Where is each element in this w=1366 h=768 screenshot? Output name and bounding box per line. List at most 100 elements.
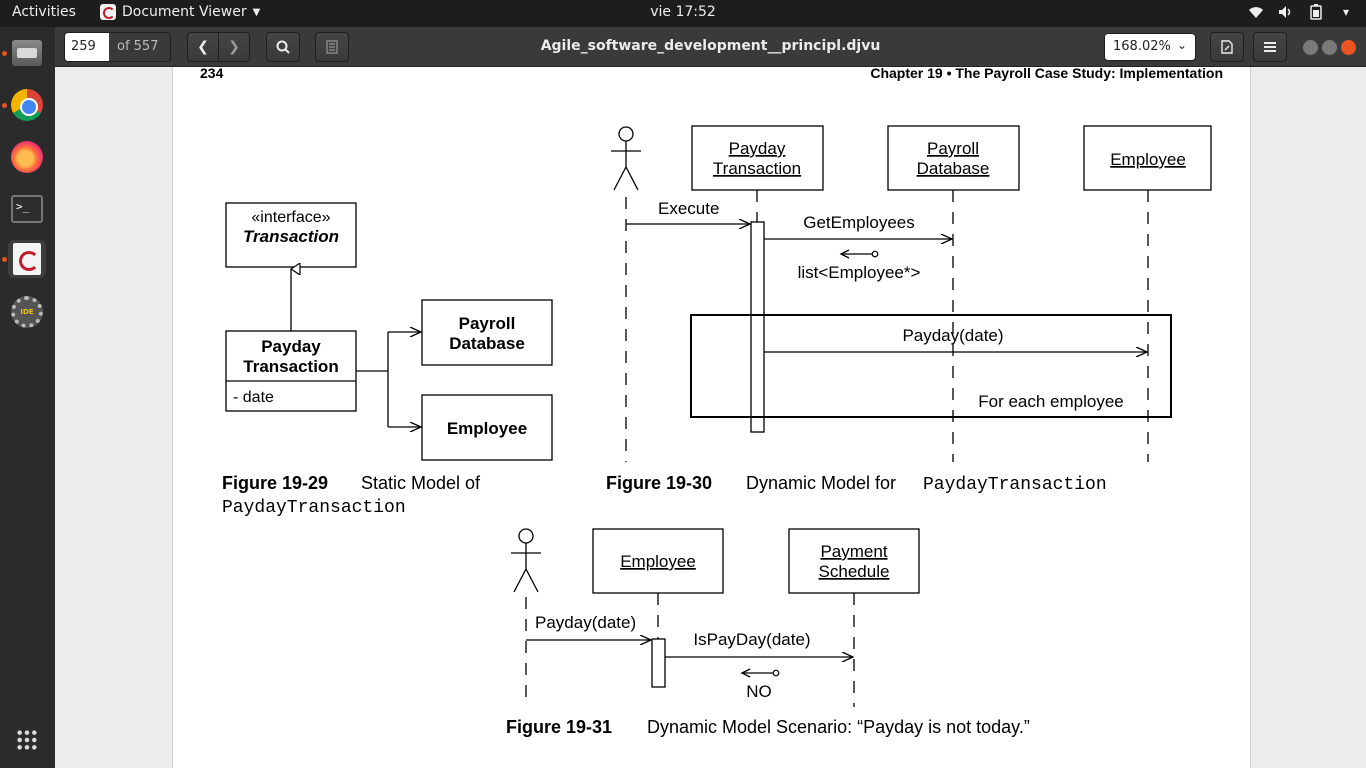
fig29-caption-number: Figure 19-29 xyxy=(222,473,328,493)
search-icon xyxy=(276,40,290,54)
class-name-line1: Payday xyxy=(261,337,321,356)
msg-getemployees: GetEmployees xyxy=(803,213,915,232)
class-name-line2: Transaction xyxy=(243,357,338,376)
payroll-database-object xyxy=(887,125,1020,191)
sidebar-toggle-button[interactable] xyxy=(315,32,349,62)
class-attribute: - date xyxy=(233,389,274,406)
msg-payday: Payday(date) xyxy=(902,326,1003,345)
sidebar-icon xyxy=(326,40,338,54)
chevron-right-icon: ❯ xyxy=(228,39,240,55)
zoom-value: 168.02% xyxy=(1113,39,1171,54)
fig30-caption-text: Dynamic Model for xyxy=(746,473,896,493)
interface-name: Transaction xyxy=(243,227,339,246)
dock-javafx-ide[interactable]: IDE xyxy=(8,293,46,331)
obj3-label: Employee xyxy=(1110,150,1186,169)
fig31-obj1: Employee xyxy=(620,552,696,571)
obj1-line1: Payday xyxy=(729,139,786,158)
interface-transaction-box xyxy=(225,202,357,268)
employee-object-2 xyxy=(592,528,724,594)
system-tray[interactable]: ▾ xyxy=(1248,4,1354,20)
fig31-obj2-line1: Payment xyxy=(820,542,887,561)
annotate-button[interactable] xyxy=(1210,32,1244,62)
page-total: of 557 xyxy=(109,33,170,61)
return-data-token xyxy=(740,668,780,678)
obj2-line2: Database xyxy=(917,159,990,178)
loop-frame xyxy=(690,314,1172,418)
fig30-caption-number: Figure 19-30 xyxy=(606,473,712,493)
figure-19-29: «interface» Transaction Payday Transacti… xyxy=(222,202,553,518)
fig29-caption-code: PaydayTransaction xyxy=(222,498,406,518)
payday-transaction-class-box xyxy=(225,330,357,412)
caret-down-icon: ▼ xyxy=(252,6,261,18)
fig29-caption-text: Static Model of xyxy=(361,473,481,493)
top-bar: Activities Document Viewer ▼ vie 17:52 ▾ xyxy=(0,0,1366,27)
db-name-line2: Database xyxy=(449,334,525,353)
dock-document-viewer[interactable] xyxy=(2,240,46,278)
employee-class-name: Employee xyxy=(447,419,527,438)
clock[interactable]: vie 17:52 xyxy=(650,4,716,20)
activation-bar xyxy=(750,221,765,433)
activation-bar-2 xyxy=(651,638,666,688)
javafx-ide-icon: IDE xyxy=(11,296,43,328)
loop-label: For each employee xyxy=(978,392,1124,411)
actor-icon xyxy=(511,528,541,593)
menu-button[interactable] xyxy=(1253,32,1287,62)
app-menu-label: Document Viewer xyxy=(122,4,247,20)
chrome-icon xyxy=(11,89,43,121)
interface-stereotype: «interface» xyxy=(251,209,330,226)
previous-page-button[interactable]: ❮ xyxy=(187,32,219,62)
dock-firefox[interactable] xyxy=(8,138,46,176)
db-name-line1: Payroll xyxy=(459,314,516,333)
document-page: 234 Chapter 19 • The Payroll Case Study:… xyxy=(172,67,1251,768)
obj1-line2: Transaction xyxy=(713,159,801,178)
fig31-msg-payday: Payday(date) xyxy=(535,613,636,632)
fig31-msg-ispayday: IsPayDay(date) xyxy=(693,630,810,649)
terminal-icon: >_ xyxy=(11,195,43,223)
dock-files[interactable] xyxy=(2,34,46,72)
document-view[interactable]: 234 Chapter 19 • The Payroll Case Study:… xyxy=(55,67,1366,768)
zoom-selector[interactable]: 168.02% ⌄ xyxy=(1104,33,1196,61)
actor-icon xyxy=(611,126,641,191)
dock: >_ IDE xyxy=(0,27,55,768)
wifi-icon[interactable] xyxy=(1248,4,1264,20)
show-applications-button[interactable] xyxy=(8,721,46,759)
fig30-caption-code: PaydayTransaction xyxy=(923,475,1107,495)
page-header-number: 234 xyxy=(200,67,224,81)
payment-schedule-object xyxy=(788,528,920,594)
dock-terminal[interactable]: >_ xyxy=(8,190,46,228)
msg-execute: Execute xyxy=(658,199,719,218)
maximize-button[interactable] xyxy=(1322,40,1337,55)
page-header-chapter: Chapter 19 • The Payroll Case Study: Imp… xyxy=(870,67,1223,81)
minimize-button[interactable] xyxy=(1303,40,1318,55)
fig31-caption-text: Dynamic Model Scenario: “Payday is not t… xyxy=(647,717,1030,737)
document-title: Agile_software_development__principl.djv… xyxy=(540,38,881,54)
payday-transaction-object xyxy=(691,125,824,191)
fig31-msg-return: NO xyxy=(746,682,772,701)
toolbar: 259 of 557 ❮ ❯ Agile_software_developmen… xyxy=(55,27,1366,67)
payroll-database-class-box xyxy=(421,299,553,366)
close-button[interactable] xyxy=(1341,40,1356,55)
activities-button[interactable]: Activities xyxy=(12,4,76,20)
msg-return-list: list<Employee*> xyxy=(798,263,921,282)
figure-19-31: Employee Payment Schedule Payday(date) I… xyxy=(506,528,1030,737)
chevron-down-icon: ⌄ xyxy=(1176,38,1187,52)
search-button[interactable] xyxy=(266,32,300,62)
document-viewer-app-icon xyxy=(100,4,116,20)
show-applications-icon xyxy=(16,729,38,751)
dock-chrome[interactable] xyxy=(2,86,46,124)
page-number-input[interactable]: 259 xyxy=(65,33,109,61)
page-selector[interactable]: 259 of 557 xyxy=(64,32,171,62)
hamburger-menu-icon xyxy=(1264,42,1276,52)
app-menu[interactable]: Document Viewer ▼ xyxy=(100,4,260,20)
obj2-line1: Payroll xyxy=(927,139,979,158)
files-icon xyxy=(12,40,42,66)
firefox-icon xyxy=(11,141,43,173)
figure-19-30: Payday Transaction Payroll Database Empl… xyxy=(606,125,1212,495)
fig31-caption-number: Figure 19-31 xyxy=(506,717,612,737)
battery-icon[interactable] xyxy=(1308,4,1324,20)
next-page-button[interactable]: ❯ xyxy=(218,32,250,62)
employee-class-box xyxy=(421,394,553,461)
volume-icon[interactable] xyxy=(1278,4,1294,20)
return-data-token xyxy=(839,249,879,259)
power-menu-icon[interactable]: ▾ xyxy=(1342,5,1350,19)
